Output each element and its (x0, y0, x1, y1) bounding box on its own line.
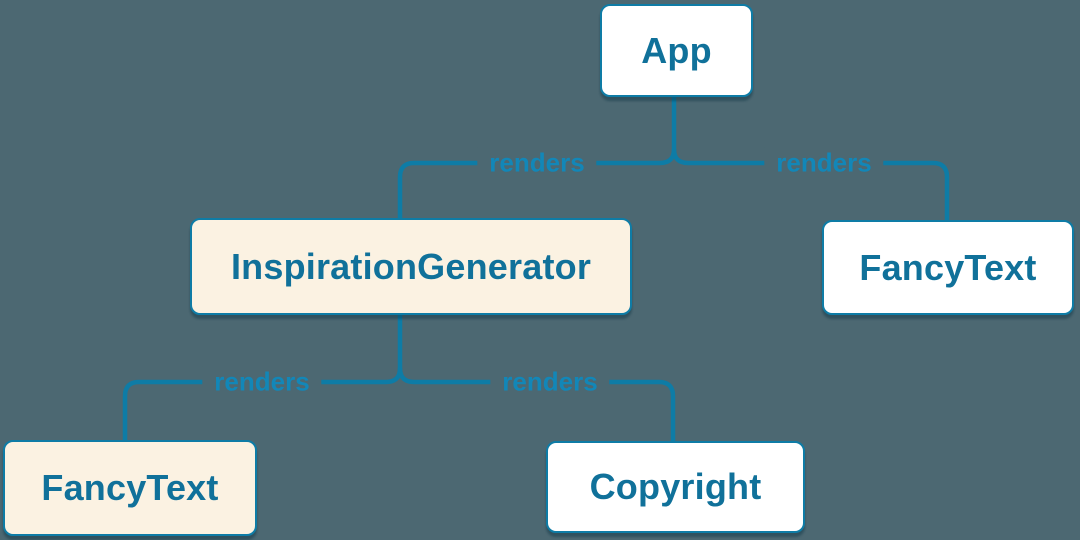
edge-label-app-inspirationgenerator: renders (477, 147, 597, 179)
edge-label-app-fancytext: renders (764, 147, 884, 179)
node-inspiration-generator-label: InspirationGenerator (230, 245, 592, 287)
node-fancytext-right-label: FancyText (859, 246, 1037, 288)
edge-label-inspirationgenerator-copyright: renders (490, 366, 610, 398)
edge-label-inspirationgenerator-fancytext: renders (202, 366, 322, 398)
node-copyright-label: Copyright (589, 466, 762, 507)
node-app-label: App (641, 29, 712, 71)
node-fancytext-right: FancyText (822, 220, 1074, 315)
node-fancytext-bottom-label: FancyText (41, 467, 219, 508)
edge-app-fancytext-line (671, 148, 950, 222)
node-app: App (600, 4, 753, 97)
node-fancytext-bottom: FancyText (3, 440, 257, 536)
edge-inspirationgenerator-copyright-line (397, 367, 676, 443)
node-inspiration-generator: InspirationGenerator (190, 218, 632, 315)
node-copyright: Copyright (546, 441, 805, 533)
